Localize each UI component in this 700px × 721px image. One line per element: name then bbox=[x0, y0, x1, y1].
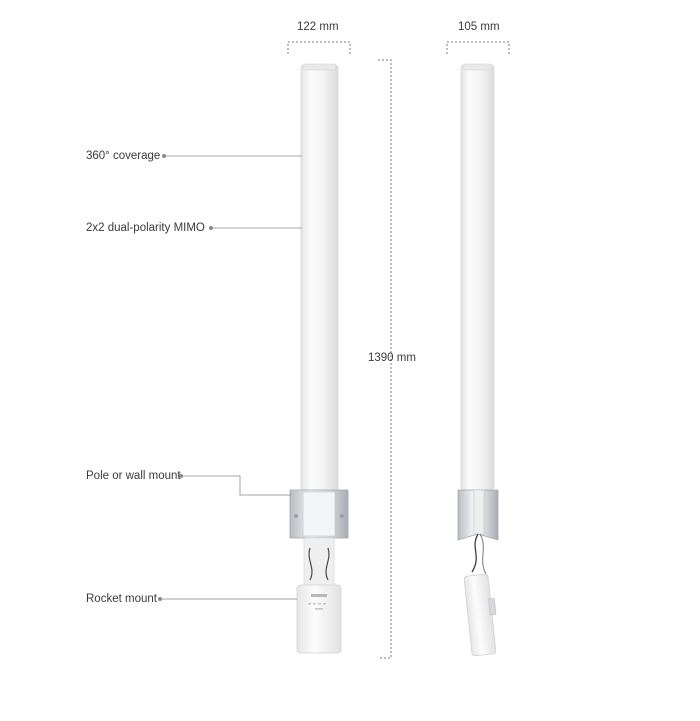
leader-coverage bbox=[161, 153, 302, 158]
dimension-height: 1390 mm bbox=[368, 352, 416, 364]
leader-mount bbox=[178, 473, 291, 496]
width-dimension-front bbox=[287, 41, 351, 54]
callout-mimo: 2x2 dual-polarity MIMO bbox=[86, 222, 205, 234]
leader-mimo bbox=[208, 225, 302, 230]
callout-coverage: 360° coverage bbox=[86, 150, 161, 162]
leader-rocket bbox=[157, 597, 297, 602]
callout-mount: Pole or wall mount bbox=[86, 470, 181, 482]
side-view-antenna bbox=[457, 63, 499, 657]
dimension-front-width: 122 mm bbox=[297, 21, 339, 33]
dimension-side-width: 105 mm bbox=[458, 21, 500, 33]
width-dimension-side bbox=[446, 41, 510, 54]
front-view-antenna bbox=[289, 63, 349, 654]
callout-rocket: Rocket mount bbox=[86, 593, 157, 605]
height-dimension bbox=[378, 59, 392, 659]
